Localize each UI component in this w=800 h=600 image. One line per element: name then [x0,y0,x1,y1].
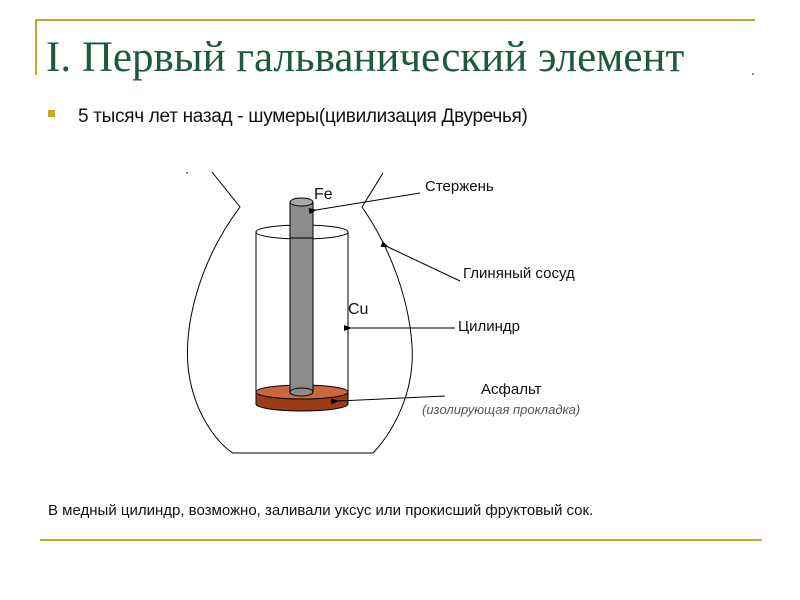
vessel-label: Глиняный сосуд [463,265,575,282]
top-rule [35,19,755,21]
fe-label: Fe [314,186,333,203]
asphalt-label: Асфальт [481,381,542,398]
dot-mark [752,73,754,75]
bottom-rule [40,539,762,541]
footnote-text: В медный цилиндр, возможно, заливали укс… [48,502,594,519]
asphalt-sublabel: (изолирующая прокладка) [422,402,581,417]
dot-mark [186,172,188,174]
iron-rod [289,201,314,393]
vessel-arrow [380,241,461,282]
rod-arrow [308,192,421,215]
bullet-icon [48,110,55,117]
bullet-text: 5 тысяч лет назад - шумеры(цивилизация Д… [78,106,528,127]
clay-vessel [187,171,413,454]
cylinder-label: Цилиндр [458,318,520,335]
iron-rod-bottom [289,387,314,397]
iron-rod-top [289,197,314,207]
slide-title: I. Первый гальванический элемент [46,34,685,81]
asphalt-arrow [330,395,446,405]
left-rule [35,19,37,75]
cu-label: Cu [348,301,369,318]
rod-label: Стержень [425,178,494,195]
